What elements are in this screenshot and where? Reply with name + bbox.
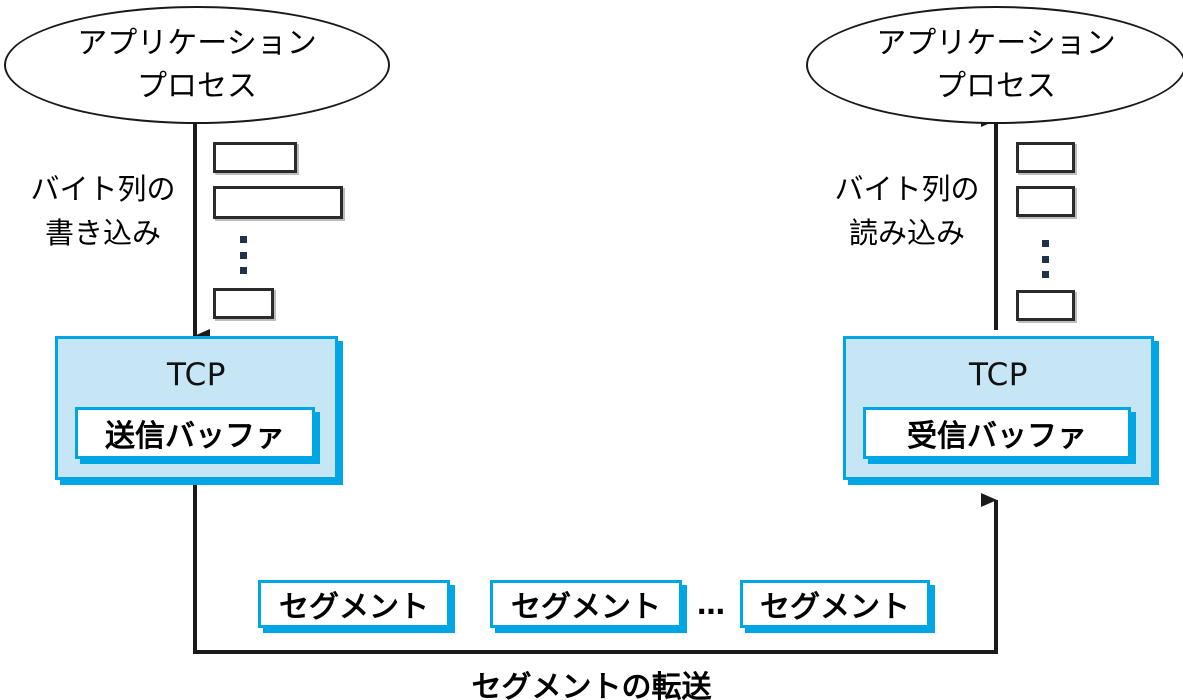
right-receive-buffer: 受信バッファ	[863, 407, 1131, 459]
left-byte-cell-1	[213, 142, 297, 173]
right-application-process: アプリケーション プロセス	[806, 6, 1183, 124]
right-process-line2: プロセス	[936, 69, 1056, 104]
left-byte-cell-2	[213, 186, 343, 219]
right-byte-cell-1	[1016, 142, 1075, 173]
segment-transfer-path	[193, 480, 998, 654]
left-tcp-box: TCP 送信バッファ	[55, 336, 338, 480]
segment-box-1: セグメント	[258, 580, 450, 628]
segment-transfer-label: セグメントの転送	[471, 670, 712, 700]
left-send-buffer: 送信バッファ	[75, 407, 315, 459]
right-byte-cell-2	[1016, 186, 1075, 217]
right-flow-label: バイト列の 読み込み	[822, 168, 992, 255]
right-byte-cell-3	[1016, 290, 1075, 321]
left-flow-label: バイト列の 書き込み	[18, 168, 188, 255]
right-process-line1: アプリケーション	[876, 25, 1116, 61]
right-tcp-title: TCP	[969, 357, 1028, 393]
right-tcp-box: TCP 受信バッファ	[843, 336, 1154, 480]
left-flow-label-line2: 書き込み	[44, 215, 161, 250]
segment-box-3: セグメント	[740, 580, 930, 628]
right-flow-label-line2: 読み込み	[848, 215, 965, 250]
left-tcp-title: TCP	[167, 357, 226, 393]
left-process-line1: アプリケーション	[77, 25, 317, 61]
right-flow-label-line1: バイト列の	[834, 172, 980, 206]
left-vertical-dots	[240, 236, 247, 274]
left-flow-label-line1: バイト列の	[30, 172, 176, 206]
right-vertical-dots	[1042, 240, 1049, 278]
left-application-process: アプリケーション プロセス	[4, 6, 390, 124]
left-byte-cell-3	[213, 288, 274, 319]
segment-box-2: セグメント	[490, 580, 682, 628]
left-process-line2: プロセス	[137, 69, 257, 104]
segment-ellipsis: …	[697, 588, 727, 621]
